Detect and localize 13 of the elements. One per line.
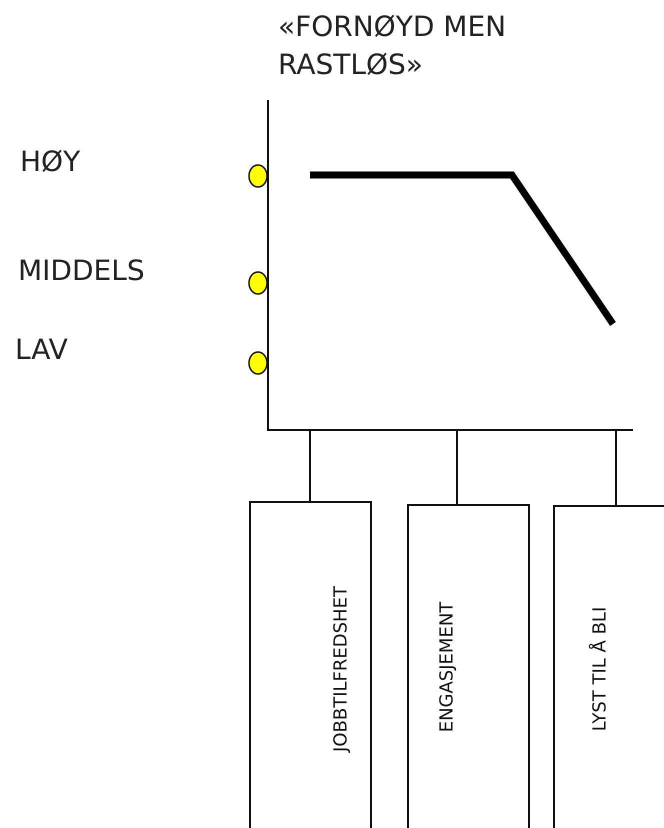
category-box (553, 505, 664, 828)
category-label: LYST TIL Å BLI (590, 606, 610, 732)
level-label: HØY (20, 145, 80, 179)
connector-line (456, 431, 458, 504)
chart-title: «FORNØYD MEN RASTLØS» (278, 9, 508, 83)
connector-line (615, 431, 617, 505)
category-box (249, 501, 372, 828)
category-label: ENGASJEMENT (436, 602, 458, 732)
category-box (407, 504, 530, 828)
category-label: JOBBTILFREDSHET (330, 586, 352, 752)
connector-line (309, 431, 311, 501)
level-label: MIDDELS (18, 254, 145, 288)
level-label: LAV (15, 333, 68, 367)
